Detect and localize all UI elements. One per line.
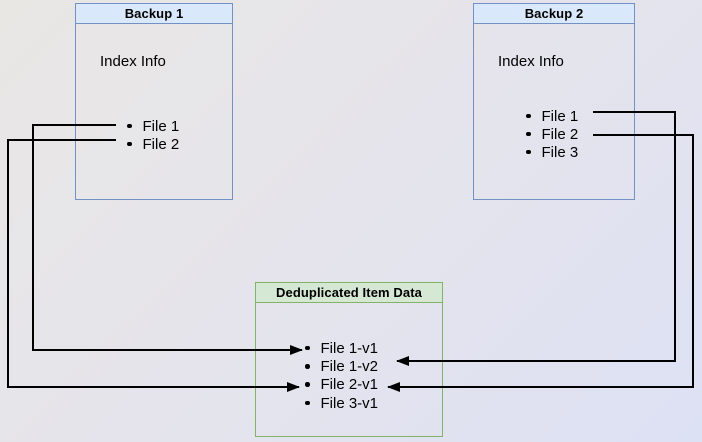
file-label: File 1-v2 [320,357,379,375]
file-label: File 1-v1 [320,339,379,357]
bullet-icon [305,345,310,351]
file-item: File 1-v1 [305,339,378,357]
backup1-file-list: File 1 File 2 [127,117,179,153]
file-label: File 1 [541,107,579,125]
file-item: File 3-v1 [305,394,378,412]
backup2-index-info-label: Index Info [498,53,564,70]
file-item: File 3 [526,143,578,161]
bullet-icon [305,382,310,387]
file-item: File 2 [127,135,179,153]
dedup-box: Deduplicated Item Data File 1-v1 File 1-… [255,282,443,437]
dedup-file-list: File 1-v1 File 1-v2 File 2-v1 File 3-v1 [305,339,378,412]
backup1-title: Backup 1 [76,4,232,24]
bullet-icon [526,149,531,155]
backup2-file-list: File 1 File 2 File 3 [526,107,578,161]
bullet-icon [127,123,132,129]
file-label: File 2 [142,135,180,153]
bullet-icon [526,131,531,137]
file-item: File 2-v1 [305,376,378,394]
file-item: File 1-v2 [305,357,378,375]
backup1-box: Backup 1 Index Info File 1 File 2 [75,3,233,200]
bullet-icon [305,400,310,406]
bullet-icon [526,113,531,119]
backup2-box: Backup 2 Index Info File 1 File 2 File 3 [473,3,635,200]
file-item: File 1 [526,107,578,125]
file-item: File 2 [526,125,578,143]
file-label: File 2 [541,125,579,143]
file-label: File 1 [142,117,180,135]
bullet-icon [305,364,310,369]
file-label: File 3-v1 [320,394,379,412]
dedup-title: Deduplicated Item Data [256,283,442,303]
file-item: File 1 [127,117,179,135]
file-label: File 3 [541,143,579,161]
file-label: File 2-v1 [320,376,379,394]
backup1-index-info-label: Index Info [100,53,166,70]
bullet-icon [127,141,132,147]
backup2-title: Backup 2 [474,4,634,24]
